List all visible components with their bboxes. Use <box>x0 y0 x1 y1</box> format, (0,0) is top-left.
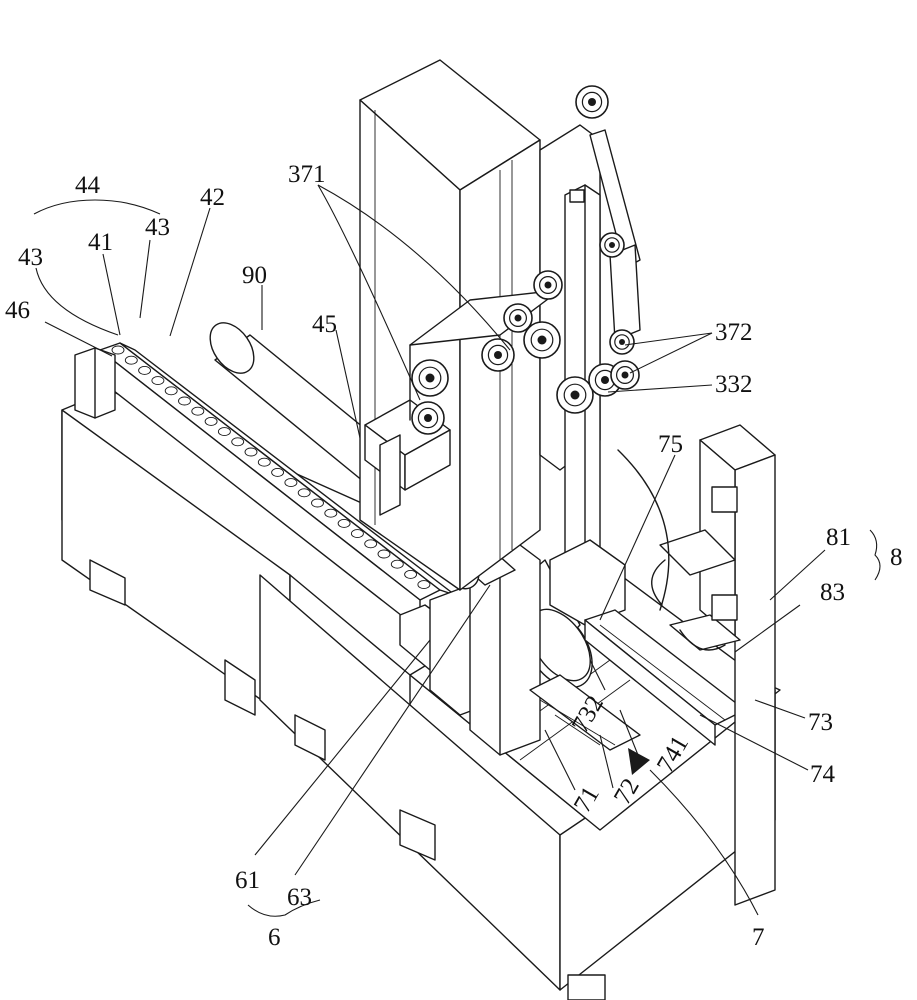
saw-wheels <box>411 85 640 435</box>
saw-wheel <box>575 85 609 119</box>
label-83: 83 <box>820 579 845 606</box>
label-42: 42 <box>200 184 225 211</box>
chain-link <box>404 569 418 579</box>
chain-link <box>244 447 258 457</box>
chain-links <box>111 345 431 590</box>
chain-link <box>164 386 178 396</box>
chain-link <box>284 478 298 488</box>
chain-link <box>297 488 311 498</box>
chain-link <box>257 457 271 467</box>
chain-link <box>231 437 245 447</box>
chain-link <box>151 376 165 386</box>
arrow-7 <box>628 748 650 775</box>
label-6: 6 <box>268 924 281 951</box>
chain-link <box>417 580 431 590</box>
label-75: 75 <box>658 431 683 458</box>
chain-link <box>124 355 138 365</box>
saw-wheel <box>411 401 445 435</box>
label-45: 45 <box>312 311 337 338</box>
saw-wheel <box>503 303 533 333</box>
label-63: 63 <box>287 884 312 911</box>
label-7: 7 <box>752 924 765 951</box>
chain-link <box>191 406 205 416</box>
saw-wheel <box>481 338 515 372</box>
chain-link <box>217 427 231 437</box>
slide-track <box>529 609 746 751</box>
label-61: 61 <box>235 867 260 894</box>
label-43-right: 43 <box>145 214 170 241</box>
label-41: 41 <box>88 229 113 256</box>
chain-link <box>111 345 125 355</box>
saw-wheel <box>610 360 640 390</box>
label-372: 372 <box>715 319 753 346</box>
label-73: 73 <box>808 709 833 736</box>
saw-wheel <box>411 359 449 397</box>
saw-wheel <box>523 321 561 359</box>
right-fixture <box>617 424 776 906</box>
label-90: 90 <box>242 262 267 289</box>
chain-link <box>350 529 364 539</box>
feed-rail <box>74 342 456 631</box>
saw-wheel <box>599 232 625 258</box>
label-46: 46 <box>5 297 30 324</box>
chain-link <box>138 365 152 375</box>
leader-lines <box>33 184 881 917</box>
chain-link <box>178 396 191 406</box>
label-8: 8 <box>890 544 903 571</box>
label-81: 81 <box>826 524 851 551</box>
label-44: 44 <box>75 172 101 199</box>
chain-link <box>311 498 324 508</box>
chain-link <box>324 508 338 518</box>
chain-link <box>271 467 285 477</box>
chain-link <box>337 518 351 528</box>
saw-wheel <box>533 270 563 300</box>
saw-bow-arm <box>364 129 641 516</box>
label-332: 332 <box>715 371 753 398</box>
label-43-left: 43 <box>18 244 43 271</box>
label-74: 74 <box>810 761 836 788</box>
saw-wheel <box>556 376 594 414</box>
chain-link <box>364 539 378 549</box>
chain-link <box>204 416 218 426</box>
saw-wheel <box>609 329 635 355</box>
label-371: 371 <box>288 161 326 188</box>
chain-link <box>377 549 391 559</box>
chain-link <box>390 559 404 569</box>
